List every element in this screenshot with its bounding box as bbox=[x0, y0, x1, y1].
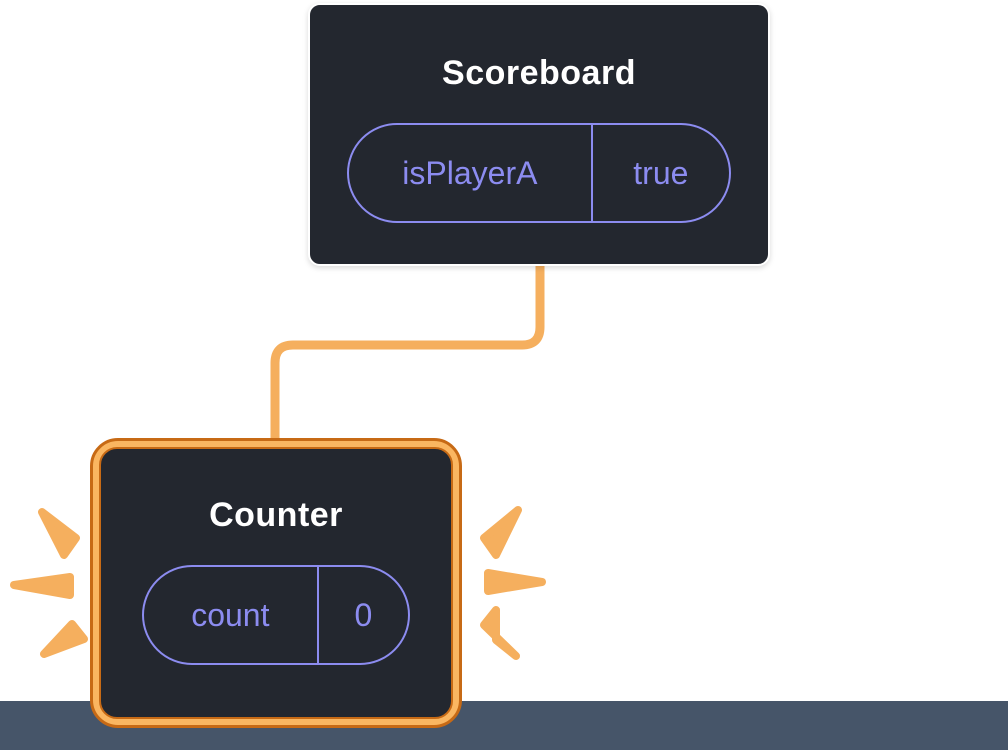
state-key: isPlayerA bbox=[349, 125, 593, 221]
counter-state-pill: count 0 bbox=[142, 565, 410, 665]
counter-title: Counter bbox=[209, 496, 343, 534]
scoreboard-title: Scoreboard bbox=[442, 54, 636, 92]
sparkle-ray-icon bbox=[480, 506, 522, 559]
sparkle-ray-icon bbox=[484, 569, 546, 595]
state-value: 0 bbox=[354, 596, 373, 633]
sparkle-ray-icon bbox=[40, 620, 88, 658]
counter-highlight-border: Counter count 0 bbox=[90, 438, 462, 728]
state-value: true bbox=[633, 154, 689, 191]
state-key: count bbox=[144, 567, 319, 663]
scoreboard-state-pill: isPlayerA true bbox=[347, 123, 731, 223]
sparkle-ray-icon bbox=[38, 508, 80, 559]
connector-line bbox=[270, 259, 545, 453]
counter-component-card: Counter count 0 bbox=[99, 447, 453, 719]
sparkle-ray-icon bbox=[480, 606, 520, 660]
scoreboard-component-card: Scoreboard isPlayerA true bbox=[308, 3, 770, 266]
sparkle-ray-icon bbox=[10, 573, 74, 599]
